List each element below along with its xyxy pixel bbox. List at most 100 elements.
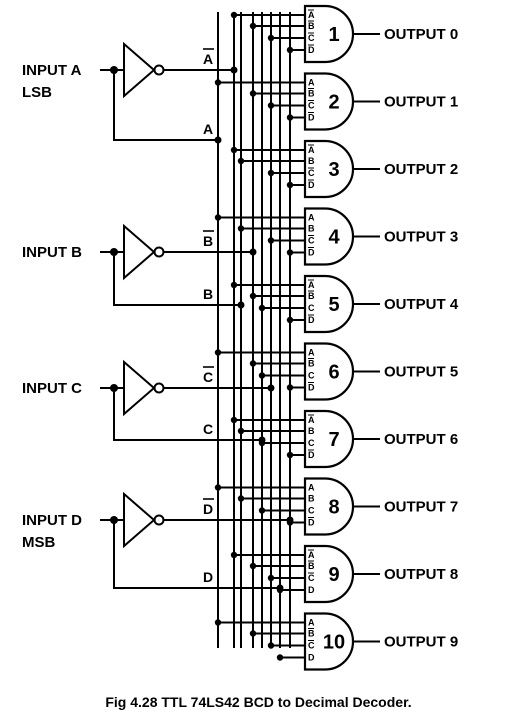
- junction-dot: [214, 484, 222, 491]
- inverter-bubble: [153, 514, 165, 526]
- junction-dot: [214, 349, 222, 356]
- gate-pin-label: B: [308, 426, 315, 436]
- gate-pin-label: D: [308, 653, 315, 663]
- true-feed-wire: [113, 520, 280, 589]
- junction-dot: [214, 79, 222, 86]
- gate-number: 8: [328, 497, 339, 519]
- figure-caption: Fig 4.28 TTL 74LS42 BCD to Decimal Decod…: [105, 694, 411, 710]
- junction-dot: [230, 551, 238, 559]
- gate-pin-label: D: [308, 45, 315, 55]
- junction-dot: [230, 66, 238, 74]
- junction-dot: [230, 416, 238, 424]
- gate-number: 4: [328, 227, 340, 249]
- output-label: OUTPUT 2: [384, 161, 458, 178]
- output-label: OUTPUT 8: [384, 566, 458, 583]
- junction-dot: [258, 372, 266, 379]
- output-label: OUTPUT 9: [384, 634, 458, 651]
- gate-pin-label: C: [308, 168, 315, 178]
- gate-pin-label: D: [308, 450, 315, 460]
- junction-dot: [267, 642, 275, 649]
- gate-pin-label: C: [308, 641, 315, 651]
- true-feed-wire: [113, 252, 241, 306]
- gate-pin-label: D: [308, 248, 315, 258]
- junction-dot: [286, 181, 294, 189]
- junction-dot: [249, 22, 257, 30]
- junction-dot: [214, 619, 222, 626]
- input-stage-b: INPUT BBB: [22, 223, 257, 309]
- and-gate-body: [303, 477, 355, 536]
- gate-pin-label: D: [308, 113, 315, 123]
- inverter-triangle: [123, 491, 156, 549]
- and-gate-body: [303, 342, 355, 401]
- gate-pin-label: D: [308, 585, 315, 595]
- output-label: OUTPUT 3: [384, 229, 458, 246]
- input-label: INPUT D: [22, 512, 82, 529]
- input-label: INPUT C: [22, 380, 82, 397]
- junction-dot: [249, 630, 257, 637]
- and-gate-body: [303, 612, 355, 671]
- junction-dot: [267, 384, 275, 392]
- and-gate-body: [303, 274, 355, 334]
- inverter-bubble: [153, 246, 165, 258]
- complement-label: D: [203, 501, 213, 517]
- true-label: D: [203, 569, 213, 585]
- gate-pin-label: B: [308, 89, 315, 99]
- complement-label: A: [203, 51, 213, 67]
- input-significance-label: MSB: [22, 534, 56, 551]
- junction-dot: [286, 46, 294, 54]
- junction-dot: [258, 507, 266, 514]
- gate-pin-label: D: [308, 383, 315, 393]
- junction-dot: [258, 439, 266, 447]
- gate-pin-label: B: [308, 224, 315, 234]
- and-gate-body: [303, 207, 355, 266]
- junction-dot: [276, 586, 284, 594]
- gate-pin-label: B: [308, 561, 315, 571]
- junction-dot: [267, 169, 275, 177]
- junction-dot: [267, 34, 275, 42]
- input-significance-label: LSB: [22, 84, 52, 101]
- true-label: B: [203, 286, 213, 302]
- junction-dot: [286, 451, 294, 459]
- gate-number: 3: [328, 159, 339, 181]
- gate-pin-label: A: [308, 145, 315, 155]
- gate-pin-label: A: [308, 550, 315, 560]
- gate-pin-label: B: [308, 629, 315, 639]
- gate-number: 6: [328, 362, 339, 384]
- output-label: OUTPUT 6: [384, 431, 458, 448]
- gate-pin-label: A: [308, 280, 315, 290]
- gate-pin-label: C: [308, 371, 315, 381]
- gate-pin-label: C: [308, 101, 315, 111]
- junction-dot: [286, 519, 294, 526]
- input-stage-c: INPUT CCC: [22, 359, 275, 444]
- junction-dot: [230, 11, 238, 19]
- gate-number: 10: [323, 632, 345, 654]
- gate-pin-label: B: [308, 494, 315, 504]
- gate-pin-label: A: [308, 10, 315, 20]
- junction-dot: [237, 157, 245, 165]
- input-label: INPUT B: [22, 244, 82, 261]
- output-label: OUTPUT 4: [384, 296, 459, 313]
- junction-dot: [230, 146, 238, 154]
- inverter-triangle: [123, 223, 156, 281]
- gate-pin-label: A: [308, 213, 315, 223]
- junction-dot: [237, 301, 245, 309]
- bus-wires: [217, 12, 291, 648]
- gate-pin-label: B: [308, 359, 315, 369]
- output-label: OUTPUT 0: [384, 26, 458, 43]
- junction-dot: [258, 304, 266, 312]
- gate-number: 5: [328, 294, 339, 316]
- true-feed-wire: [113, 70, 218, 141]
- gate-pin-label: B: [308, 156, 315, 166]
- gate-number: 7: [328, 429, 339, 451]
- junction-dot: [237, 225, 245, 232]
- and-gate-body: [303, 72, 355, 131]
- gate-pin-label: A: [308, 618, 315, 628]
- and-gate-body: [303, 139, 355, 199]
- junction-dot: [249, 292, 257, 300]
